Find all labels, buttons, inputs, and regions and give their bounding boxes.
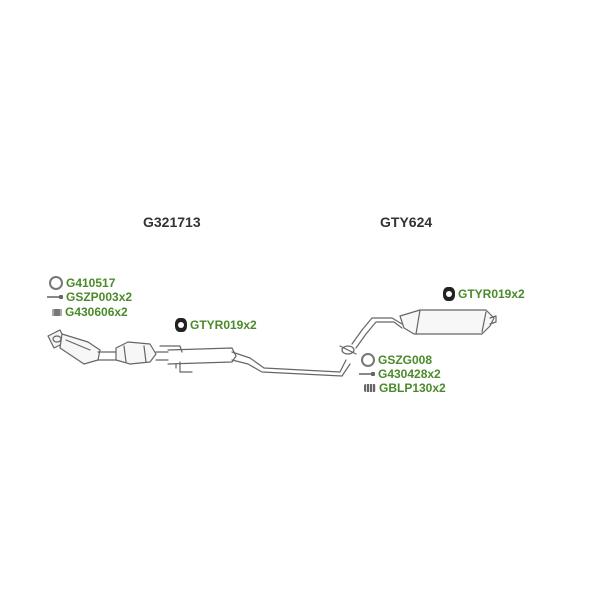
part-code: G410517 [66,276,116,290]
part-code: GBLP130x2 [379,381,446,395]
bolt-icon [47,295,63,299]
part-rear-gasket[interactable]: GSZG008 [361,353,432,367]
part-front-bolt[interactable]: GSZP003x2 [47,290,132,304]
middle-flange [339,345,357,355]
part-front-nut[interactable]: G430606x2 [52,305,128,319]
ring-icon [49,276,63,290]
part-code: GTYR019x2 [458,287,525,301]
rear-section-title: GTY624 [380,214,433,230]
part-rear-mount[interactable]: GTYR019x2 [443,287,525,301]
front-pipe-assembly [159,345,351,377]
rubber-mount-icon [443,287,455,301]
part-rear-bolt[interactable]: G430428x2 [359,367,441,381]
rubber-mount-icon [175,318,187,332]
gasket-ring-icon [361,353,375,367]
part-code: GTYR019x2 [190,318,257,332]
part-rear-spring[interactable]: GBLP130x2 [364,381,446,395]
nut-icon [52,308,62,316]
part-front-mount[interactable]: GTYR019x2 [175,318,257,332]
front-section-title: G321713 [143,214,201,230]
part-code: G430606x2 [65,305,128,319]
part-front-ring[interactable]: G410517 [49,276,115,290]
part-code: G430428x2 [378,367,441,381]
rear-silencer [399,309,497,335]
front-catalytic-converter [59,333,169,365]
part-code: GSZP003x2 [66,290,133,304]
part-code: GSZG008 [378,353,433,367]
spring-icon [364,384,376,392]
rear-pipe [351,317,403,349]
bolt-icon [359,372,375,376]
